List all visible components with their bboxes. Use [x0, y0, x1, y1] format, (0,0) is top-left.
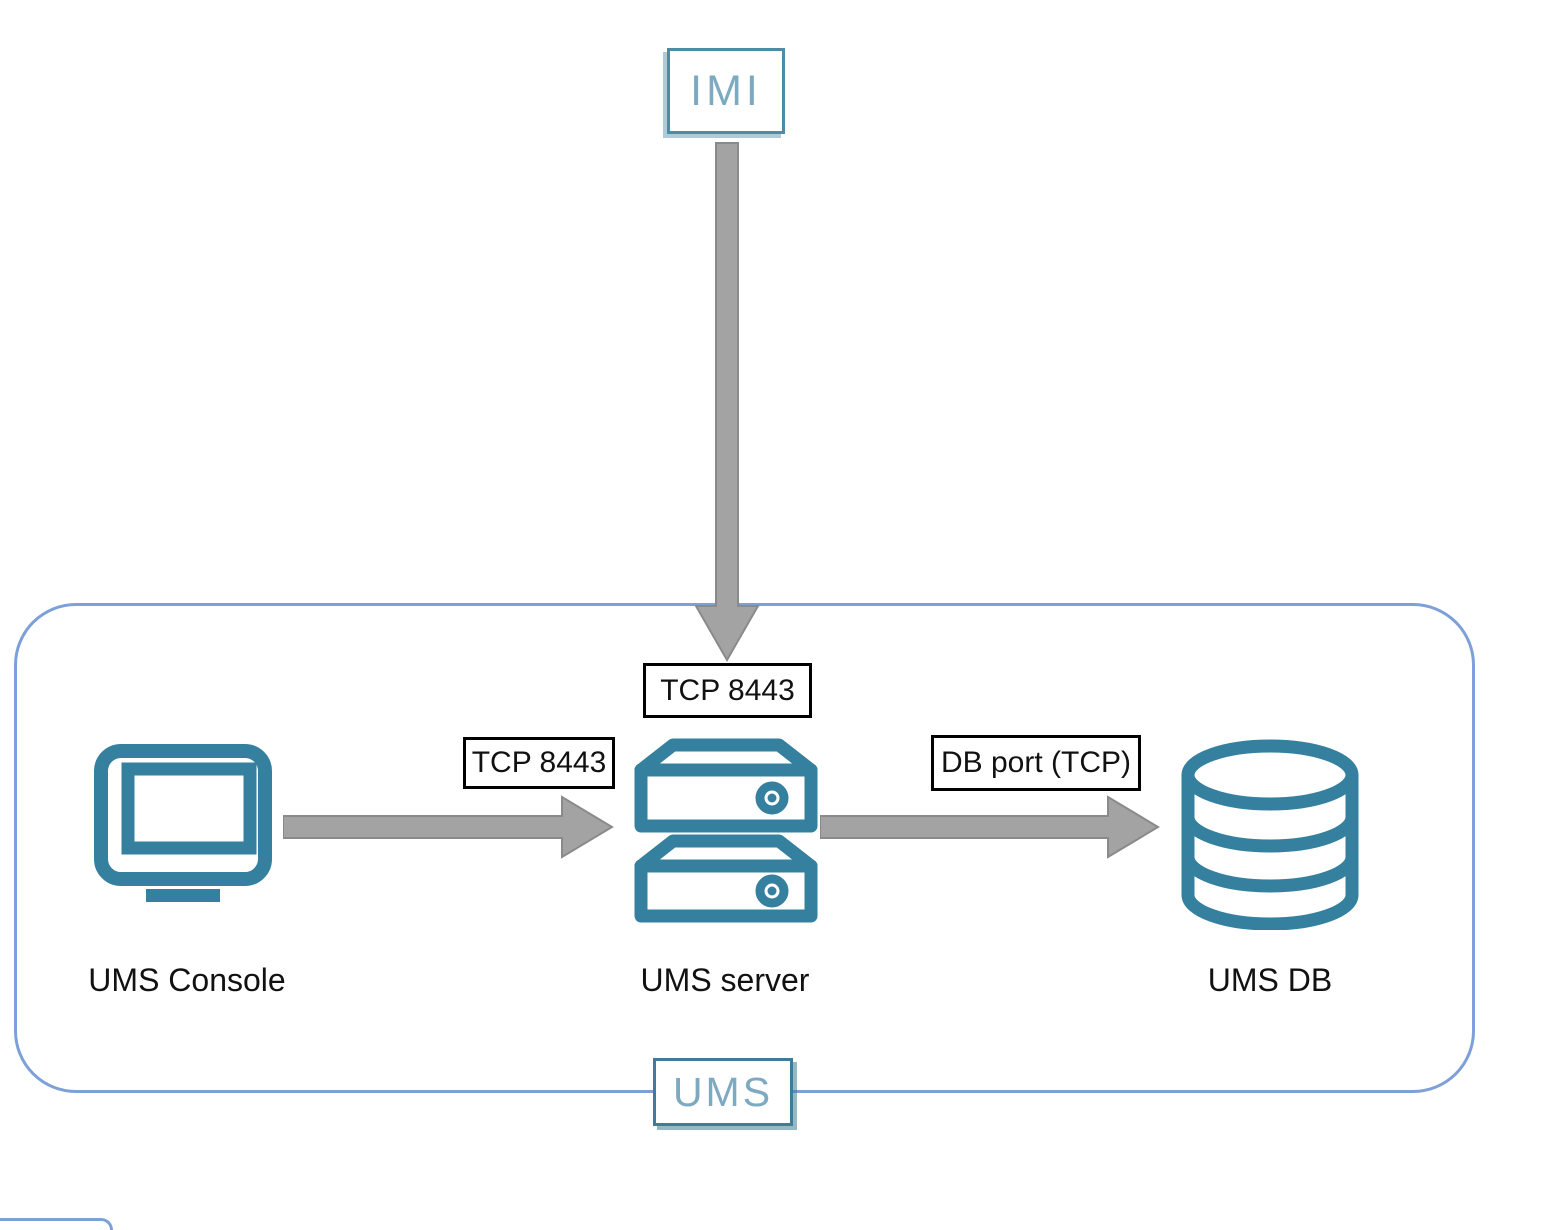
- ums-boundary-title-box: UMS: [653, 1058, 793, 1126]
- port-label-console-server: TCP 8443: [463, 737, 615, 789]
- monitor-icon: [94, 744, 272, 902]
- port-label-imi-server-text: TCP 8443: [660, 673, 795, 707]
- imi-label: IMI: [690, 66, 762, 115]
- ums-boundary-label: UMS: [672, 1068, 774, 1115]
- node-label-ums-db: UMS DB: [1207, 962, 1333, 998]
- clipped-boundary-fragment: [0, 1218, 113, 1230]
- port-label-server-db: DB port (TCP): [931, 735, 1141, 791]
- port-label-server-db-text: DB port (TCP): [940, 746, 1132, 779]
- imi-node-box: IMI: [667, 48, 785, 134]
- node-label-ums-server: UMS server: [640, 962, 810, 998]
- server-stack-icon: [634, 738, 818, 923]
- port-label-console-server-text: TCP 8443: [471, 746, 607, 779]
- database-icon: [1181, 739, 1359, 930]
- arrow-console-to-server: [283, 795, 614, 859]
- port-label-imi-server: TCP 8443: [643, 663, 812, 718]
- arrow-server-to-db: [820, 795, 1160, 859]
- arrow-imi-to-server: [694, 142, 760, 663]
- node-label-ums-console: UMS Console: [88, 962, 286, 998]
